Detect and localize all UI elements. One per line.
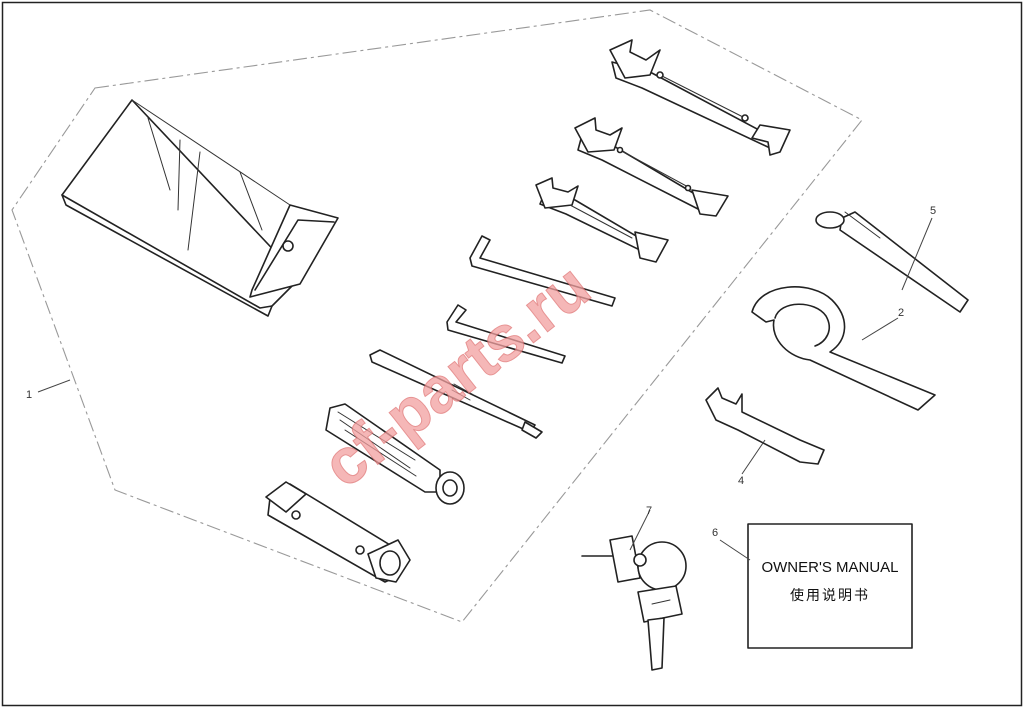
open-end-wrench-large [609, 39, 791, 156]
callout-2: 2 [898, 307, 904, 319]
ignition-keys [581, 535, 687, 671]
callout-1: 1 [26, 389, 32, 401]
manual-subtitle: 使用说明书 [790, 587, 870, 603]
callout-5: 5 [930, 205, 936, 217]
manual-title: OWNER'S MANUAL [761, 559, 898, 576]
watermark: cf-parts.ru [309, 249, 603, 501]
open-end-wrench-small [535, 177, 669, 263]
owners-manual: OWNER'S MANUAL 使用说明书 [747, 523, 913, 649]
hex-key-small [446, 304, 566, 364]
leader-6 [719, 539, 751, 561]
hex-key-large [469, 235, 616, 307]
leader-4 [741, 439, 766, 475]
leader-7 [629, 509, 651, 551]
tool-pouch [61, 99, 339, 317]
callout-4: 4 [738, 475, 744, 487]
open-end-wrench-medium [574, 117, 729, 217]
screwdriver [369, 349, 543, 439]
hook-spanner [751, 286, 936, 411]
leader-5 [901, 217, 933, 291]
leader-2 [861, 317, 899, 341]
tommy-bar [815, 211, 969, 313]
small-spanner [705, 387, 825, 465]
tool-kit-boundary [11, 9, 863, 623]
callout-6: 6 [712, 527, 718, 539]
leader-1 [37, 379, 71, 393]
box-spanner [265, 481, 411, 583]
socket-handle [325, 403, 465, 505]
callout-7: 7 [646, 505, 652, 517]
